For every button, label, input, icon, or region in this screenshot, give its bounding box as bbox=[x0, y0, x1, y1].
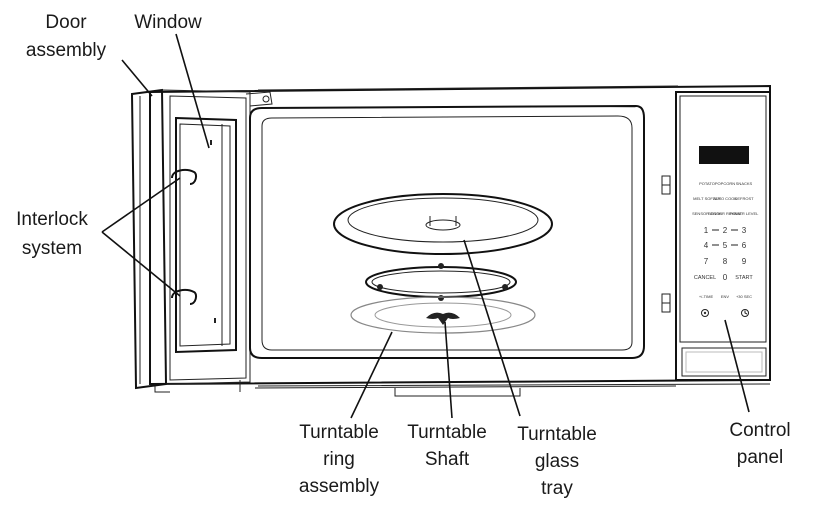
interlock-leader-bottom bbox=[101, 231, 181, 297]
label-assembly: assembly bbox=[26, 40, 107, 61]
label-ring-ring: ring bbox=[323, 449, 355, 470]
key-time: +/-TIME bbox=[699, 294, 714, 299]
label-tray-glass: glass bbox=[535, 451, 579, 472]
clock-icon bbox=[741, 309, 749, 317]
control-panel: POTATO POPCORN SNACKS MELT SOFTEN AUTO C… bbox=[675, 91, 771, 381]
key-melt-soften: MELT SOFTEN bbox=[693, 196, 721, 201]
control-panel-leader bbox=[724, 319, 750, 413]
key-6: 6 bbox=[742, 241, 747, 250]
label-control: Control bbox=[729, 420, 790, 441]
key-9: 9 bbox=[742, 257, 747, 266]
interlock-leader-top bbox=[101, 177, 181, 233]
label-shaft-turntable: Turntable bbox=[407, 422, 487, 443]
ring-leader bbox=[350, 331, 393, 419]
key-plus30: +30 SEC bbox=[736, 294, 752, 299]
oven-cavity bbox=[249, 104, 645, 359]
label-ring-turntable: Turntable bbox=[299, 422, 379, 443]
settings-icon bbox=[701, 309, 709, 317]
key-defrost: DEFROST bbox=[734, 196, 754, 201]
label-window: Window bbox=[134, 12, 202, 33]
key-0: 0 bbox=[723, 273, 728, 282]
door-assembly bbox=[130, 88, 273, 390]
shaft-leader bbox=[444, 321, 453, 419]
display-screen bbox=[699, 146, 749, 164]
key-3: 3 bbox=[742, 226, 747, 235]
key-1: 1 bbox=[704, 226, 709, 235]
label-door: Door bbox=[45, 12, 87, 33]
window-leader bbox=[175, 33, 210, 149]
label-interlock: Interlock bbox=[16, 209, 88, 230]
label-tray-turntable: Turntable bbox=[517, 424, 597, 445]
key-5: 5 bbox=[723, 241, 728, 250]
key-start: START bbox=[735, 275, 753, 281]
leader-lines bbox=[101, 33, 750, 419]
key-sensor-cook: SENSOR COOK bbox=[692, 211, 722, 216]
key-popcorn: POPCORN bbox=[715, 181, 735, 186]
label-ring-assembly: assembly bbox=[299, 476, 380, 497]
turntable-glass-tray bbox=[333, 193, 553, 255]
label-shaft-shaft: Shaft bbox=[425, 449, 470, 470]
label-panel: panel bbox=[737, 447, 784, 468]
callout-labels: Door assembly Window Interlock system Tu… bbox=[16, 12, 791, 499]
turntable-shaft bbox=[426, 312, 460, 325]
turntable-ring-assembly bbox=[365, 263, 517, 301]
tray-leader bbox=[463, 239, 521, 417]
label-system: system bbox=[22, 238, 82, 259]
key-snacks: SNACKS bbox=[736, 181, 753, 186]
cavity-floor bbox=[350, 296, 536, 334]
key-7: 7 bbox=[704, 257, 709, 266]
key-auto-cook: AUTO COOK bbox=[713, 196, 737, 201]
key-potato: POTATO bbox=[699, 181, 715, 186]
label-tray-tray: tray bbox=[541, 478, 573, 499]
key-2: 2 bbox=[723, 226, 728, 235]
key-cancel: CANCEL bbox=[694, 275, 716, 281]
door-leader bbox=[121, 59, 153, 97]
key-8: 8 bbox=[723, 257, 728, 266]
key-4: 4 bbox=[704, 241, 709, 250]
key-power-level: POWER LEVEL bbox=[730, 211, 759, 216]
key-env: ENV bbox=[721, 294, 730, 299]
key-sensor-reheat: SENSOR REHEAT bbox=[708, 211, 742, 216]
latch-slots bbox=[661, 175, 671, 313]
